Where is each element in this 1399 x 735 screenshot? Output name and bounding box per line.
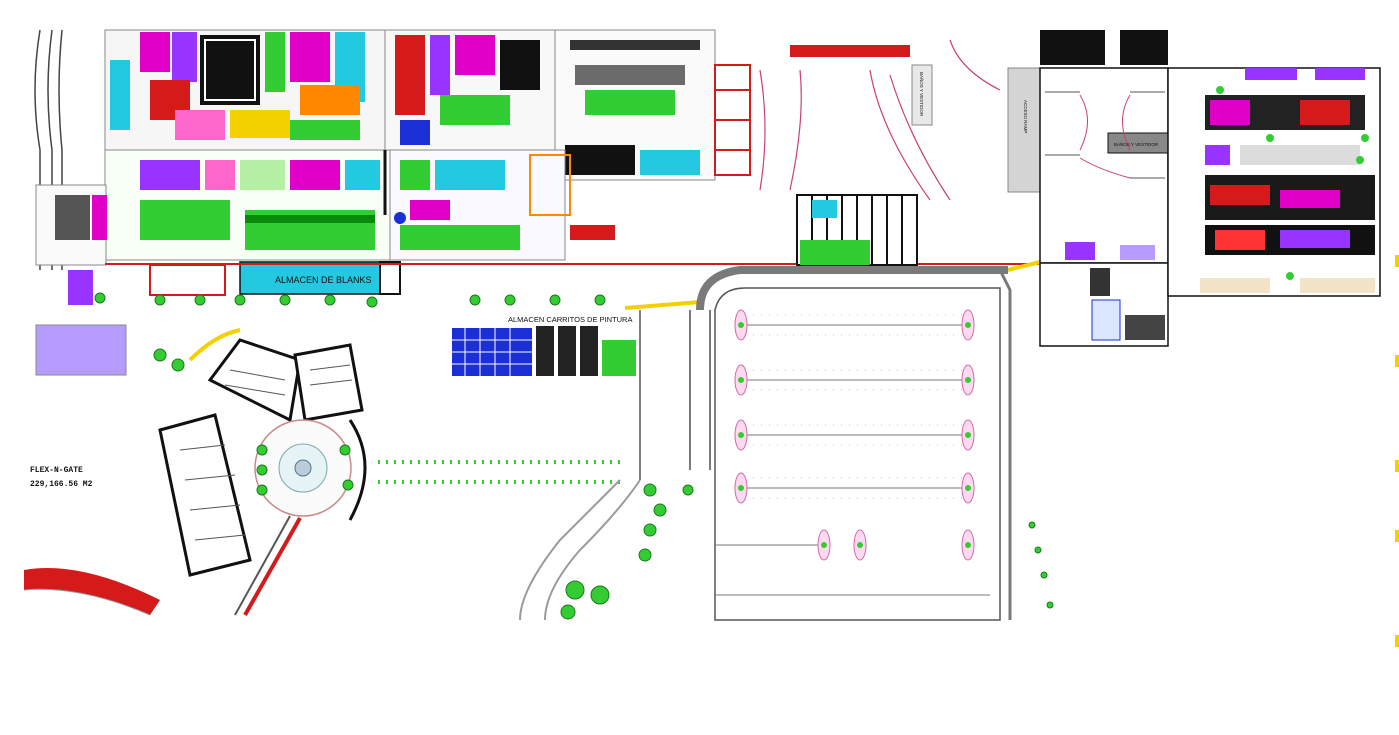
paint-carts-warehouse [452,326,636,376]
left-stack [35,184,127,376]
access-ramp-label: ACCESO RAMP [1023,100,1028,133]
connector-yellow-2 [1007,260,1041,272]
right-building [1039,30,1381,347]
perimeter-road-left [34,29,63,270]
entrance-trees [560,483,1054,620]
dotted-walkways [378,460,960,612]
paint-carts-warehouse-label: ALMACEN CARRITOS DE PINTURA [508,315,632,324]
plant-name: FLEX-N-GATE [30,466,83,475]
connector-yellow-1 [624,300,701,310]
bathroom-label-2: BAÑOS Y VESTIDOR [1114,141,1159,147]
bottom-left-arc [24,568,160,615]
office-building [153,338,367,616]
production-area [104,29,910,181]
bathroom-tag-1 [911,64,933,126]
crop-marks [1395,255,1399,647]
bathroom-label-1: BAÑOS Y VESTIDOR [919,72,925,117]
main-road [519,266,1012,621]
assembly-band [104,149,615,261]
parking-islands [734,309,975,561]
plant-area: 229,166.56 M2 [30,480,93,489]
blanks-warehouse-label: ALMACEN DE BLANKS [275,275,372,285]
connector-yellow-arc [188,328,241,362]
tree-row [94,292,606,308]
storage-grid [796,194,918,266]
curved-paths [759,39,1001,201]
parking-lot [714,287,1001,621]
